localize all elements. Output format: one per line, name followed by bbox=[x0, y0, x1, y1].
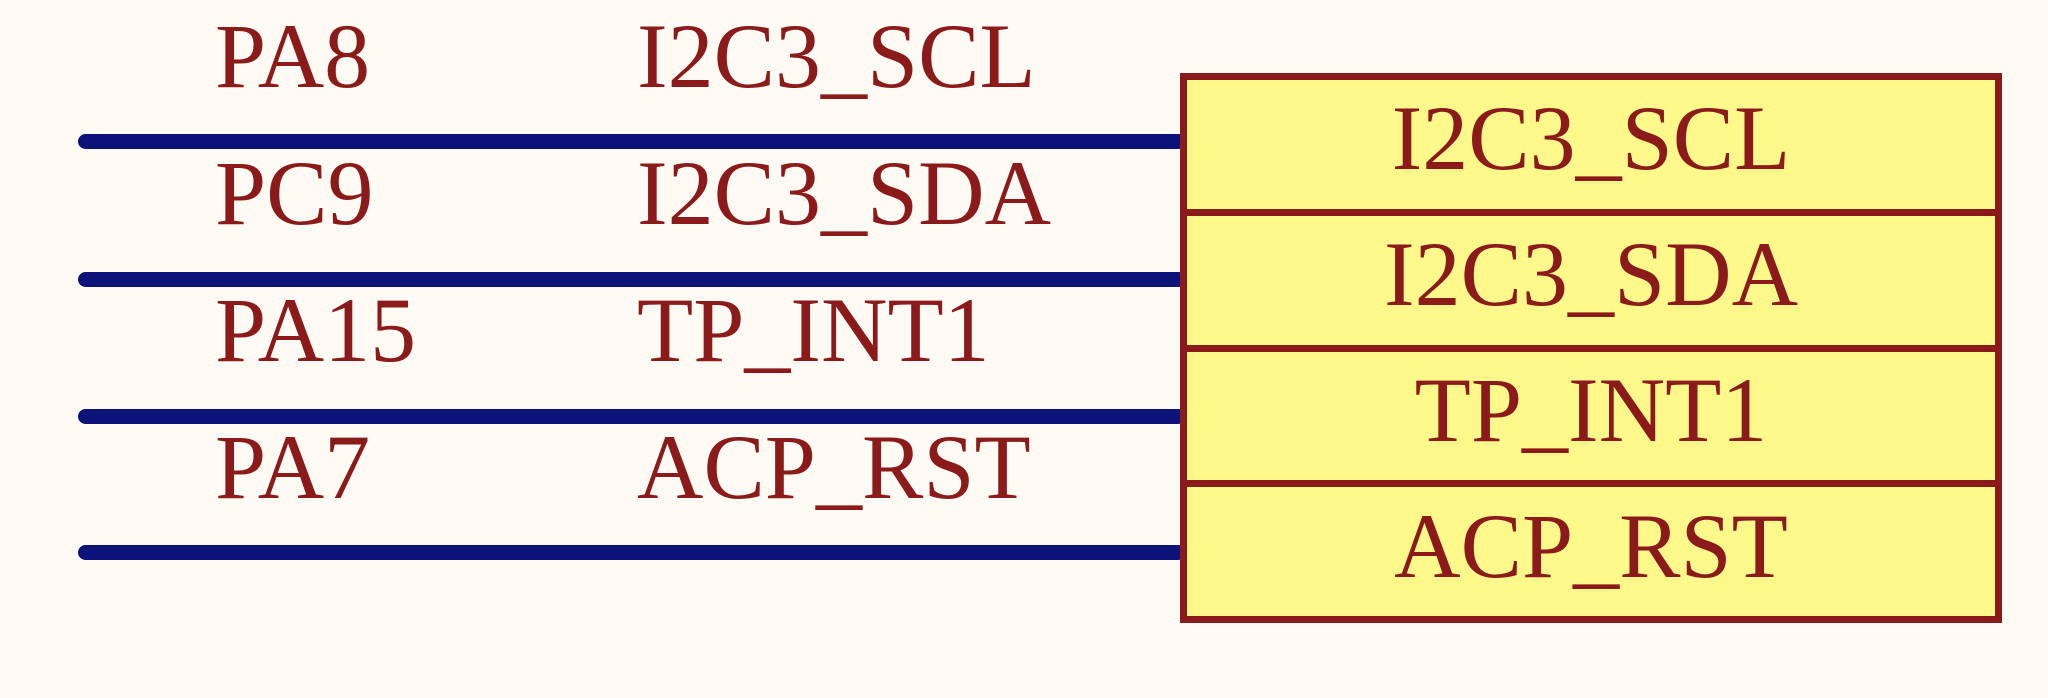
net-label-2[interactable]: TP_INT1 bbox=[637, 279, 990, 381]
net-label-3[interactable]: ACP_RST bbox=[637, 416, 1031, 518]
wire-0[interactable] bbox=[78, 134, 1186, 149]
wire-1[interactable] bbox=[78, 272, 1186, 287]
connector-pin-label: I2C3_SDA bbox=[1383, 223, 1799, 326]
connector-row[interactable]: TP_INT1 bbox=[1187, 352, 1995, 488]
pin-label-3[interactable]: PA7 bbox=[215, 416, 371, 518]
pin-label-1[interactable]: PC9 bbox=[215, 142, 374, 244]
wire-3[interactable] bbox=[78, 545, 1186, 560]
pin-label-0[interactable]: PA8 bbox=[215, 5, 371, 107]
connector-block[interactable]: I2C3_SCL I2C3_SDA TP_INT1 ACP_RST bbox=[1180, 73, 2002, 623]
net-label-0[interactable]: I2C3_SCL bbox=[637, 5, 1036, 107]
connector-pin-label: ACP_RST bbox=[1394, 494, 1788, 597]
connector-row[interactable]: I2C3_SCL bbox=[1187, 80, 1995, 216]
wire-2[interactable] bbox=[78, 409, 1186, 424]
connector-row[interactable]: I2C3_SDA bbox=[1187, 216, 1995, 352]
connector-pin-label: TP_INT1 bbox=[1414, 358, 1768, 461]
connector-row[interactable]: ACP_RST bbox=[1187, 487, 1995, 616]
connector-pin-label: I2C3_SCL bbox=[1391, 87, 1791, 190]
net-label-1[interactable]: I2C3_SDA bbox=[637, 142, 1052, 244]
pin-label-2[interactable]: PA15 bbox=[215, 279, 417, 381]
